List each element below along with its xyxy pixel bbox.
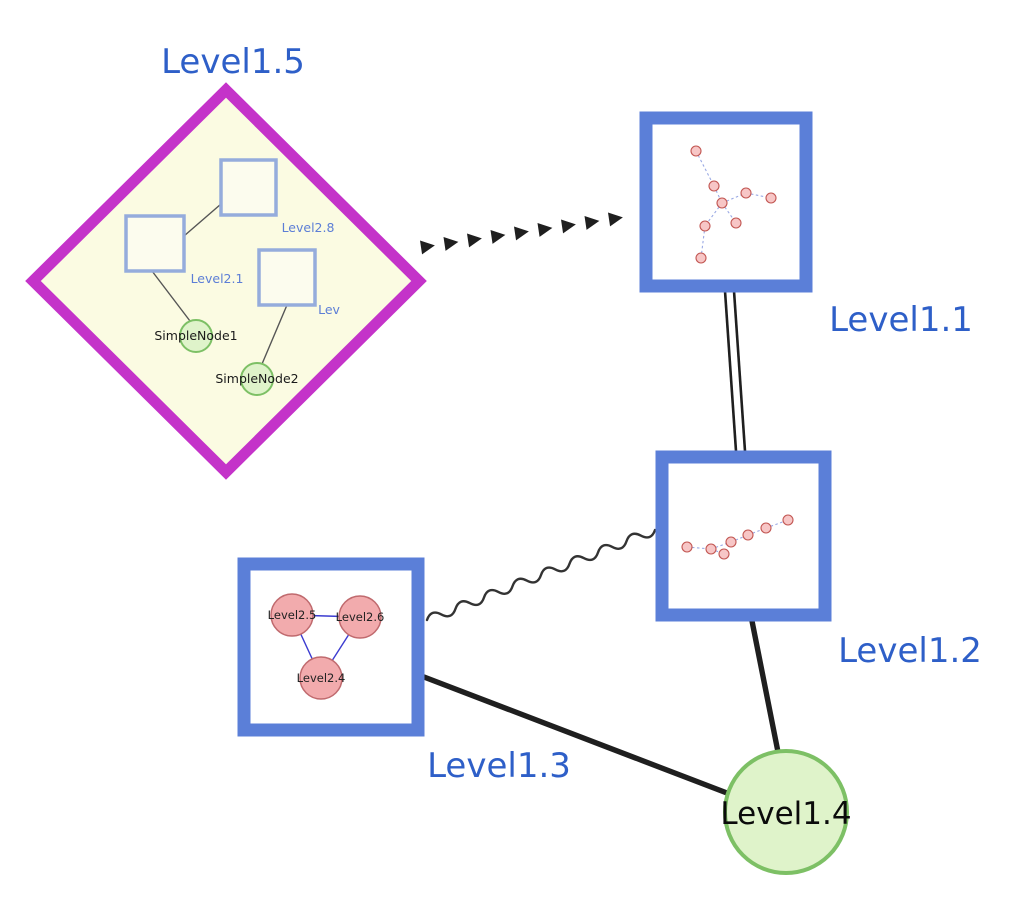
edge-level13-to-level12-wavy[interactable] (425, 528, 657, 622)
mini-node[interactable] (742, 529, 754, 541)
edge-level12-to-level14[interactable] (749, 618, 782, 760)
node-level1-3-group: Level2.5 Level2.6 Level2.4 (237, 557, 425, 737)
edge-level21-to-simplenode1[interactable] (151, 270, 191, 322)
mini-node[interactable] (725, 536, 737, 548)
node-level1-5-shape[interactable] (25, 82, 427, 480)
node-level2-8-square[interactable] (219, 158, 278, 217)
node-level1-3-shape[interactable] (237, 557, 425, 737)
mini-node[interactable] (730, 217, 742, 229)
mini-node[interactable] (760, 522, 772, 534)
arrowhead-icon (537, 223, 553, 237)
node-level2-trunc-square[interactable] (257, 248, 317, 307)
node-label-level2-6: Level2.6 (336, 610, 385, 624)
node-label-level2-1: Level2.1 (191, 271, 244, 286)
node-label-level2-5: Level2.5 (268, 608, 317, 622)
mini-node[interactable] (681, 541, 693, 553)
node-label-level1-5: Level1.5 (161, 42, 305, 82)
node-label-level2-trunc: Lev (318, 302, 340, 317)
mini-node[interactable] (705, 543, 717, 555)
node-label-simplenode1: SimpleNode1 (154, 328, 237, 343)
double-edge-line (732, 290, 747, 452)
node-label-simplenode2: SimpleNode2 (215, 371, 298, 386)
mini-edge (695, 150, 715, 187)
node-level1-4-group: Level1.4 (720, 749, 852, 875)
node-label-level1-2: Level1.2 (838, 631, 982, 671)
node-label-level2-4: Level2.4 (297, 671, 346, 685)
node-level1-1-content (690, 145, 777, 264)
double-edge-line (723, 290, 738, 452)
node-level1-5-content: Level2.8 Level2.1 Lev SimpleNode1 Simple… (124, 158, 341, 396)
arrowhead-icon (443, 237, 459, 251)
arrowhead-icon (607, 212, 623, 227)
node-label-level1-3: Level1.3 (427, 746, 571, 786)
node-level2-5-shape[interactable] (270, 593, 314, 637)
arrowhead-icon (419, 240, 435, 255)
mini-node[interactable] (765, 192, 777, 204)
node-label-level1-4: Level1.4 (720, 796, 851, 832)
mini-node[interactable] (718, 548, 730, 560)
arrowhead-icon (584, 216, 600, 230)
node-level2-4-shape[interactable] (299, 656, 343, 700)
mini-node[interactable] (740, 187, 752, 199)
arrowhead-icon (560, 219, 576, 234)
mini-node[interactable] (708, 180, 720, 192)
mini-node[interactable] (690, 145, 702, 157)
mini-node[interactable] (699, 220, 711, 232)
edge-level13-to-level14[interactable] (421, 674, 743, 801)
edge-level15-to-level11[interactable] (419, 210, 624, 255)
node-level1-3-content: Level2.5 Level2.6 Level2.4 (268, 593, 385, 700)
mini-node[interactable] (782, 514, 794, 526)
node-simplenode2-shape[interactable] (240, 362, 274, 396)
arrowhead-icon (513, 226, 529, 241)
node-level1-5-group: Level2.8 Level2.1 Lev SimpleNode1 Simple… (25, 82, 427, 480)
node-level1-2-group (655, 450, 832, 622)
arrowhead-icon (490, 230, 506, 244)
node-simplenode1-shape[interactable] (179, 319, 213, 353)
node-level1-4-shape[interactable] (723, 749, 849, 875)
edge-level11-to-level12-double[interactable] (723, 290, 747, 452)
mini-node[interactable] (695, 252, 707, 264)
node-level1-2-content (681, 514, 794, 560)
arrowhead-icon (466, 233, 482, 248)
edge-lev-to-simplenode2[interactable] (261, 304, 288, 365)
mini-node[interactable] (716, 197, 728, 209)
node-label-level2-8: Level2.8 (282, 220, 335, 235)
node-level2-1-square[interactable] (124, 214, 186, 273)
mini-edge (710, 541, 732, 550)
node-label-level1-1: Level1.1 (829, 300, 973, 340)
node-level2-6-shape[interactable] (338, 595, 382, 639)
mini-edge (765, 519, 789, 529)
node-level1-1-group (639, 111, 813, 293)
edge-level21-to-level28[interactable] (183, 203, 222, 237)
